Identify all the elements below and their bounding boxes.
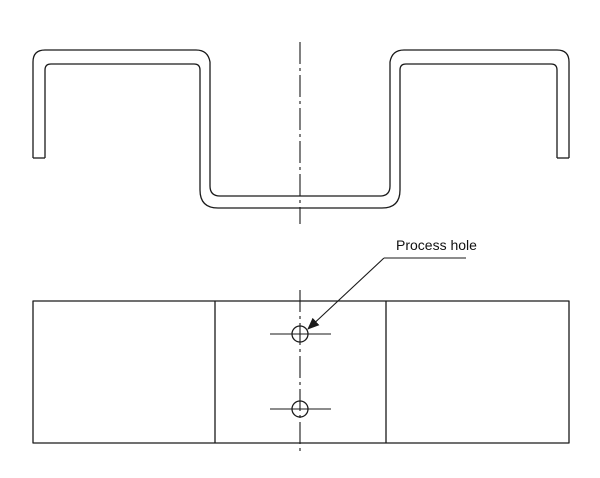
profile-inner-edge xyxy=(44,63,558,209)
front-view-profile xyxy=(32,49,570,209)
leader-arrow-line xyxy=(307,257,385,330)
process-hole-upper xyxy=(270,325,331,343)
process-hole-lower xyxy=(270,400,331,418)
process-hole-leader xyxy=(307,257,466,330)
flat-view xyxy=(32,300,570,444)
process-hole-label: Process hole xyxy=(396,237,477,253)
flat-view-outline xyxy=(32,300,570,444)
profile-outer-edge xyxy=(32,49,570,197)
